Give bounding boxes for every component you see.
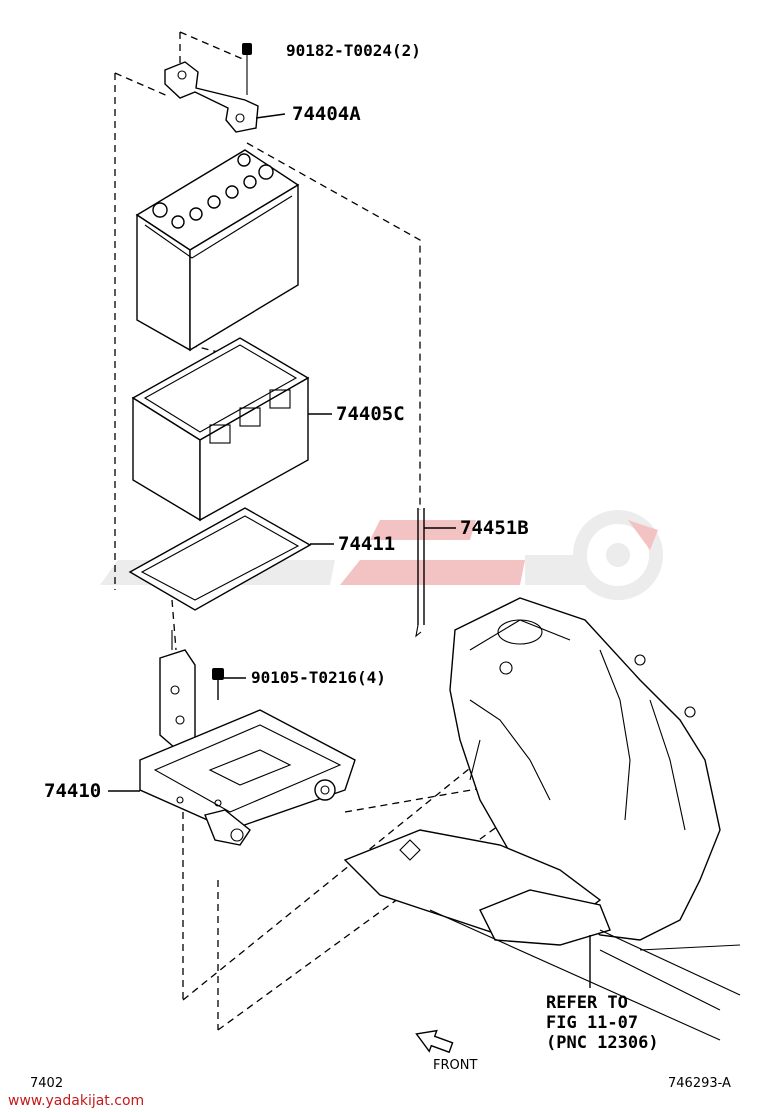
battery-icon <box>135 149 300 352</box>
refer-note-line3: (PNC 12306) <box>546 1033 659 1053</box>
clamp-icon <box>164 61 286 133</box>
rod-icon <box>415 508 456 638</box>
bracket-icon <box>159 630 196 749</box>
bolt-mid-icon <box>212 668 246 700</box>
refer-note-line2: FIG 11-07 <box>546 1013 639 1033</box>
body-structure-icon <box>343 597 741 1041</box>
front-label: FRONT <box>433 1058 478 1073</box>
website-link[interactable]: www.yadakijat.com <box>8 1093 145 1109</box>
carrier-icon <box>108 709 356 846</box>
bolt-top-icon <box>242 43 252 95</box>
label-bolt-top: 90182-T0024(2) <box>286 41 421 60</box>
footer-right-code: 746293-A <box>668 1076 731 1091</box>
label-tray-pad: 74411 <box>338 533 396 555</box>
refer-note-line1: REFER TO <box>546 993 628 1013</box>
label-rod: 74451B <box>460 517 529 539</box>
label-battery-case: 74405C <box>336 403 405 425</box>
label-bolt-mid: 90105-T0216(4) <box>251 668 386 687</box>
footer-left-code: 7402 <box>30 1076 64 1091</box>
front-arrow-icon <box>415 1029 454 1054</box>
tray-pad-icon <box>128 507 334 611</box>
battery-case-icon <box>131 337 332 522</box>
label-carrier: 74410 <box>44 780 102 802</box>
label-clamp: 74404A <box>292 103 361 125</box>
